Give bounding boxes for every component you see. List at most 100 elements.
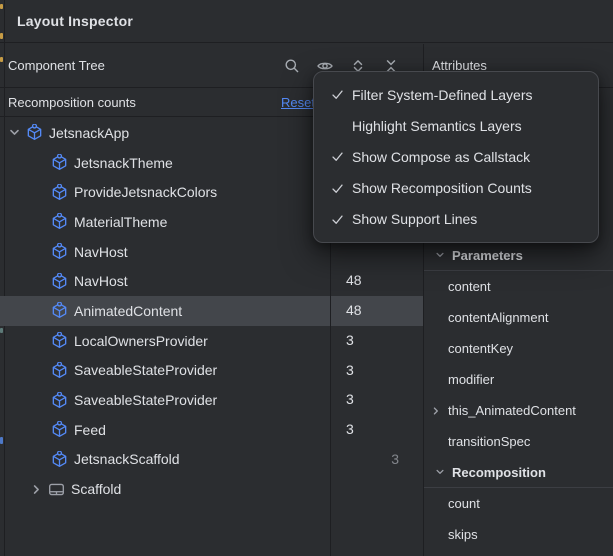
- checkmark-slot: [330, 149, 352, 164]
- recomposition-counts-label: Recomposition counts: [8, 95, 136, 110]
- chevron-down-icon[interactable]: [6, 124, 23, 141]
- tree-item-label: NavHost: [74, 273, 128, 290]
- tree-row[interactable]: Feed 3: [0, 415, 424, 445]
- attribute-label: count: [448, 496, 480, 511]
- compose-node-icon: [51, 183, 68, 201]
- search-icon[interactable]: [283, 57, 301, 75]
- section-label: Parameters: [452, 247, 523, 263]
- recomposition-count: 3: [391, 450, 399, 467]
- stripe-mark: [0, 4, 3, 9]
- chevron-down-icon[interactable]: [433, 248, 447, 262]
- attributes-section-header[interactable]: Parameters: [424, 240, 613, 271]
- attribute-row[interactable]: this_AnimatedContent: [424, 395, 613, 426]
- tree-item-label: Feed: [74, 421, 106, 438]
- window-title: Layout Inspector: [17, 13, 133, 29]
- attribute-row[interactable]: content: [424, 271, 613, 302]
- tree-row[interactable]: ProvideJetsnackColors: [0, 177, 424, 207]
- tree-item-label: JetsnackApp: [49, 124, 130, 141]
- collapse-all-icon[interactable]: [382, 57, 400, 75]
- attribute-row[interactable]: contentKey: [424, 333, 613, 364]
- attribute-row[interactable]: skips: [424, 519, 613, 550]
- attribute-label: contentKey: [448, 341, 514, 356]
- tree-row[interactable]: NavHost 48: [0, 266, 424, 296]
- tree-row[interactable]: NavHost: [0, 237, 424, 267]
- compose-node-icon: [51, 332, 68, 349]
- recomposition-count: 3: [346, 331, 354, 348]
- menu-item-label: Show Recomposition Counts: [352, 180, 532, 197]
- compose-node-icon: [51, 391, 68, 409]
- component-tree-title: Component Tree: [8, 58, 105, 73]
- checkmark-icon: [330, 181, 345, 196]
- recomposition-count: 3: [346, 420, 354, 437]
- stripe-mark: [0, 437, 3, 444]
- expand-all-icon[interactable]: [349, 57, 367, 75]
- panel-header-row: Component Tree Attributes: [0, 44, 613, 88]
- gutter-divider: [4, 0, 5, 556]
- compose-node-icon: [51, 450, 68, 468]
- tree-item-label: SaveableStateProvider: [74, 362, 218, 379]
- menu-item-label: Show Support Lines: [352, 211, 478, 228]
- compose-node-icon: [26, 124, 43, 141]
- stripe-mark: [0, 57, 3, 62]
- tree-item-label: JetsnackTheme: [74, 154, 173, 171]
- recomposition-counts-banner: Recomposition counts Reset: [0, 89, 424, 117]
- tree-row[interactable]: Scaffold: [0, 474, 424, 504]
- window-titlebar: Layout Inspector: [0, 0, 613, 43]
- menu-item[interactable]: Filter System-Defined Layers: [314, 79, 598, 110]
- compose-node-icon: [51, 213, 68, 230]
- attributes-section-header[interactable]: Recomposition: [424, 457, 613, 488]
- checkmark-slot: [330, 87, 352, 102]
- checkmark-slot: [330, 212, 352, 227]
- checkmark-icon: [330, 212, 345, 227]
- attribute-label: modifier: [448, 372, 495, 387]
- recomposition-count: 3: [346, 361, 354, 378]
- recomposition-count: 3: [346, 391, 354, 408]
- tree-row[interactable]: JetsnackTheme: [0, 148, 424, 178]
- tree-item-label: MaterialTheme: [74, 213, 168, 230]
- compose-node-icon: [51, 243, 68, 260]
- stripe-mark: [0, 33, 3, 39]
- checkmark-slot: [330, 181, 352, 196]
- panel-splitter[interactable]: [423, 44, 424, 556]
- compose-node-icon: [51, 154, 68, 171]
- attribute-row[interactable]: modifier: [424, 364, 613, 395]
- tree-item-label: SaveableStateProvider: [74, 392, 218, 409]
- compose-node-icon: [51, 302, 68, 319]
- menu-item[interactable]: Highlight Semantics Layers: [314, 110, 598, 141]
- tree-row[interactable]: SaveableStateProvider 3: [0, 385, 424, 415]
- attribute-row[interactable]: count: [424, 488, 613, 519]
- menu-item-label: Filter System-Defined Layers: [352, 86, 533, 103]
- menu-item[interactable]: Show Support Lines: [314, 204, 598, 235]
- attribute-row[interactable]: transitionSpec: [424, 426, 613, 457]
- attribute-row[interactable]: contentAlignment: [424, 302, 613, 333]
- tree-row[interactable]: JetsnackApp: [0, 118, 424, 148]
- checkmark-icon: [330, 149, 345, 164]
- recomposition-count: 48: [346, 272, 362, 289]
- eye-icon[interactable]: [316, 57, 334, 75]
- tree-row[interactable]: LocalOwnersProvider 3: [0, 326, 424, 356]
- tree-item-label: ProvideJetsnackColors: [74, 184, 218, 201]
- attribute-label: content: [448, 279, 491, 294]
- tree-row[interactable]: SaveableStateProvider 3: [0, 356, 424, 386]
- tree-row[interactable]: JetsnackScaffold 3: [0, 445, 424, 475]
- chevron-down-icon[interactable]: [433, 465, 447, 479]
- reset-counts-link[interactable]: Reset: [281, 95, 315, 110]
- tree-item-label: JetsnackScaffold: [74, 451, 180, 468]
- tree-item-label: LocalOwnersProvider: [74, 332, 208, 349]
- recomposition-count: 48: [346, 302, 362, 319]
- stripe-mark: [0, 328, 3, 333]
- menu-item[interactable]: Show Recomposition Counts: [314, 173, 598, 204]
- checkmark-icon: [330, 87, 345, 102]
- section-label: Recomposition: [452, 464, 546, 480]
- count-column-divider: [330, 117, 331, 556]
- menu-item-label: Show Compose as Callstack: [352, 148, 531, 165]
- chevron-right-icon[interactable]: [429, 404, 443, 418]
- compose-node-icon: [51, 272, 68, 290]
- chevron-right-icon[interactable]: [28, 481, 45, 498]
- menu-item[interactable]: Show Compose as Callstack: [314, 141, 598, 172]
- tree-row[interactable]: MaterialTheme: [0, 207, 424, 237]
- compose-node-icon: [51, 361, 68, 379]
